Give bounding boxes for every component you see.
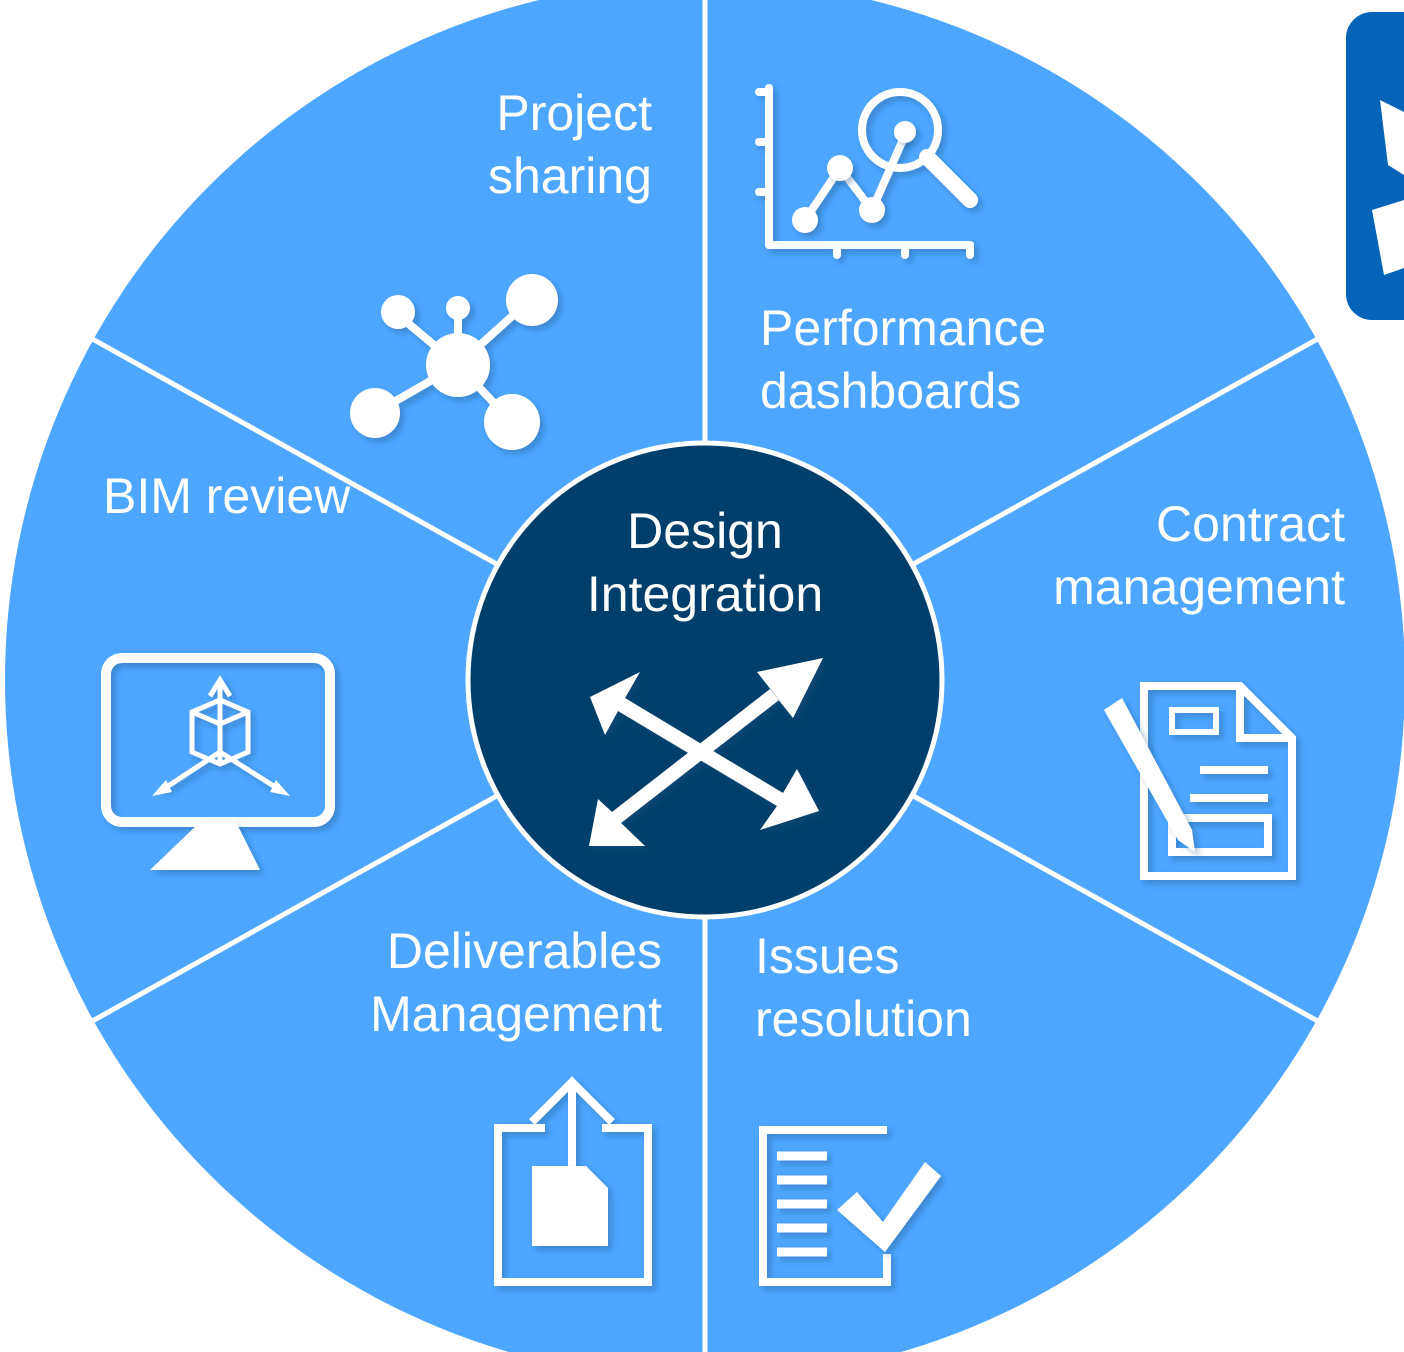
monitor-3d-cube-icon [100, 652, 340, 877]
segment-label-line-2: resolution [755, 991, 972, 1047]
center-title: Design Integration [560, 500, 850, 626]
chart-magnifier-icon [755, 80, 995, 270]
segment-label-project-sharing: Project sharing [460, 82, 652, 208]
segment-label-line-1: Project [496, 85, 652, 141]
center-title-line-1: Design [627, 503, 783, 559]
center-hub [465, 440, 945, 920]
segment-label-line-2: Management [370, 986, 662, 1042]
segment-label-line-2: management [1053, 559, 1345, 615]
segment-label-line-1: Contract [1156, 496, 1345, 552]
center-title-line-2: Integration [586, 566, 824, 622]
segment-label-line-1: BIM review [103, 468, 351, 524]
app-logo-icon [1346, 12, 1404, 320]
segment-label-line-1: Performance [760, 300, 1047, 356]
segment-label-contract-management: Contract management [1020, 493, 1345, 619]
segment-label-deliverables-management: Deliverables Management [350, 920, 662, 1046]
segment-label-bim-review: BIM review [103, 465, 350, 528]
network-hub-icon [340, 270, 570, 460]
cross-arrows-icon [589, 658, 823, 846]
document-pen-icon [1100, 680, 1300, 885]
checklist-icon [755, 1122, 945, 1292]
segment-label-line-1: Issues [755, 928, 900, 984]
segment-label-line-2: dashboards [760, 363, 1022, 419]
segment-label-line-2: sharing [488, 148, 652, 204]
segment-label-performance-dashboards: Performance dashboards [760, 297, 1046, 423]
upload-document-icon [490, 1070, 660, 1290]
segment-label-line-1: Deliverables [386, 923, 662, 979]
segment-label-issues-resolution: Issues resolution [755, 925, 972, 1051]
